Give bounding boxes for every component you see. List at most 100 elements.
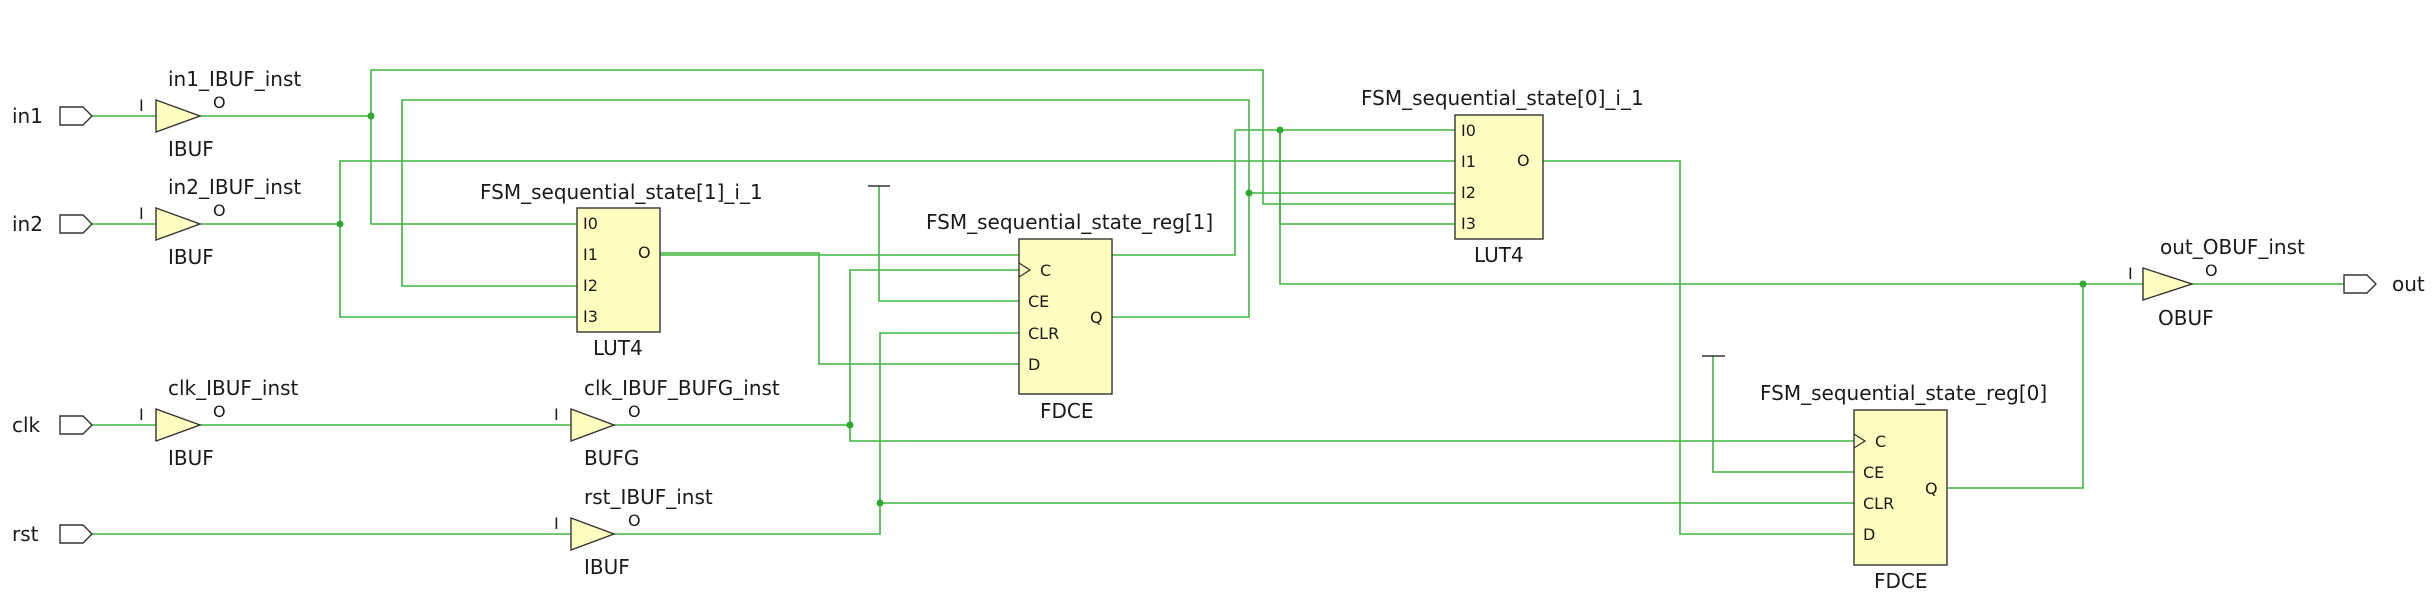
junction-state1 (1245, 189, 1253, 197)
cell-lut-state0-pin-o: O (1517, 151, 1530, 170)
port-in1-symbol (59, 106, 93, 126)
buffer-clk-bufg-pin-out: O (628, 402, 641, 421)
buffer-out-obuf-type: OBUF (2158, 306, 2214, 330)
cell-lut-state0[interactable]: FSM_sequential_state[0]_i_1 I0 I1 I2 I3 … (1361, 86, 1644, 267)
port-out-label: out (2392, 272, 2425, 296)
junctions (336, 112, 2087, 507)
cell-reg-state1-pin-ce: CE (1028, 292, 1049, 311)
net-clk-to-reg0 (849, 425, 1854, 442)
buffer-out-obuf-pin-out: O (2205, 261, 2218, 280)
junction-out (2079, 280, 2087, 288)
buffer-rst-ibuf-pin-out: O (628, 511, 641, 530)
buffer-out-obuf-instance: out_OBUF_inst (2160, 235, 2305, 259)
port-clk-symbol (59, 415, 93, 435)
net-in1-ibuf-to-lut1-i0 (370, 116, 577, 225)
buffer-clk-ibuf-instance: clk_IBUF_inst (168, 376, 299, 400)
cell-lut-state0-pin-i2: I2 (1461, 183, 1476, 202)
cell-reg-state0[interactable]: FSM_sequential_state_reg[0] C CE CLR D Q… (1760, 381, 2047, 593)
net-ce-reg0 (1712, 356, 1854, 473)
net-lut1-o (660, 252, 1019, 365)
port-rst[interactable]: rst (12, 522, 93, 546)
buffer-clk-ibuf-pin-out: O (213, 402, 226, 421)
port-in2[interactable]: in2 (12, 212, 93, 236)
net-state0-bus (1279, 129, 2083, 285)
net-clk-to-reg1 (849, 269, 1019, 425)
cell-reg-state1-pin-q: Q (1090, 308, 1103, 327)
buffer-in1-ibuf-pin-in: I (139, 96, 144, 115)
net-in2-ibuf-to-lut1-i3 (339, 224, 577, 318)
cell-lut-state1-pin-o: O (638, 243, 651, 262)
buffer-in1-ibuf-pin-out: O (213, 93, 226, 112)
junction-in1 (367, 112, 375, 120)
buffer-clk-bufg-pin-in: I (554, 405, 559, 424)
cell-reg-state1-body[interactable] (1018, 238, 1113, 395)
buffer-out-obuf-triangle[interactable] (2142, 267, 2195, 301)
buffer-in1-ibuf-triangle[interactable] (155, 99, 203, 133)
buffer-rst-ibuf-triangle[interactable] (570, 516, 617, 552)
cell-reg-state0-pin-c: C (1875, 432, 1886, 451)
cell-lut-state1-pin-i2: I2 (583, 276, 598, 295)
net-lut0-o (1543, 160, 1854, 535)
cell-lut-state0-body[interactable] (1454, 114, 1544, 240)
cell-lut-state1-pin-i0: I0 (583, 214, 598, 233)
cell-reg-state1[interactable]: FSM_sequential_state_reg[1] C CE CLR D Q… (926, 210, 1213, 423)
cell-reg-state1-pin-c: C (1040, 261, 1051, 280)
buffer-in1-ibuf-instance: in1_IBUF_inst (168, 67, 301, 91)
buffer-in2-ibuf[interactable]: in2_IBUF_inst I O IBUF (139, 175, 301, 269)
cell-lut-state0-pin-i1: I1 (1461, 152, 1476, 171)
cell-reg-state0-instance: FSM_sequential_state_reg[0] (1760, 381, 2047, 405)
buffer-in1-ibuf-type: IBUF (168, 137, 214, 161)
port-clk[interactable]: clk (12, 413, 93, 437)
buffer-in2-ibuf-pin-in: I (139, 204, 144, 223)
buffer-clk-bufg-triangle[interactable] (570, 407, 617, 443)
port-out[interactable]: out (2343, 272, 2425, 296)
cell-lut-state0-type: LUT4 (1474, 243, 1524, 267)
buffer-in2-ibuf-instance: in2_IBUF_inst (168, 175, 301, 199)
cell-reg-state0-pin-q: Q (1925, 479, 1938, 498)
cell-lut-state1-pin-i1: I1 (583, 245, 598, 264)
cell-reg-state0-pin-d: D (1863, 525, 1875, 544)
port-rst-symbol (59, 524, 93, 544)
net-in2-ibuf (200, 160, 1455, 225)
port-in2-symbol (59, 214, 93, 234)
clock-edge-icon (1018, 262, 1032, 278)
buffer-clk-ibuf-triangle[interactable] (155, 408, 203, 442)
net-reg0-q (1947, 284, 2084, 489)
buffer-rst-ibuf-pin-in: I (554, 514, 559, 533)
cell-lut-state1[interactable]: FSM_sequential_state[1]_i_1 I0 I1 I2 I3 … (480, 180, 763, 360)
clock-edge-icon (1853, 433, 1867, 449)
cell-reg-state0-body[interactable] (1853, 409, 1948, 566)
cell-reg-state0-type: FDCE (1874, 569, 1928, 593)
cell-lut-state1-pin-i3: I3 (583, 307, 598, 326)
cell-lut-state1-instance: FSM_sequential_state[1]_i_1 (480, 180, 763, 204)
junction-clk (846, 421, 854, 429)
buffer-rst-ibuf-type: IBUF (584, 555, 630, 579)
port-rst-label: rst (12, 522, 39, 546)
buffer-clk-bufg-type: BUFG (584, 446, 639, 470)
junction-rst (876, 499, 884, 507)
buffer-clk-ibuf[interactable]: clk_IBUF_inst I O IBUF (139, 376, 299, 470)
cell-reg-state0-pin-clr: CLR (1863, 494, 1894, 513)
cell-lut-state1-body[interactable] (576, 207, 661, 333)
buffer-clk-ibuf-type: IBUF (168, 446, 214, 470)
buffer-in2-ibuf-triangle[interactable] (155, 207, 203, 241)
cell-reg-state1-pin-clr: CLR (1028, 324, 1059, 343)
net-state0-to-lut0-i3 (1279, 130, 1455, 225)
net-reg1-q (1112, 193, 1250, 318)
net-rst-ibuf (614, 332, 1019, 535)
buffer-out-obuf[interactable]: out_OBUF_inst I O OBUF (2128, 235, 2305, 330)
cell-lut-state0-instance: FSM_sequential_state[0]_i_1 (1361, 86, 1644, 110)
buffer-clk-bufg[interactable]: clk_IBUF_BUFG_inst I O BUFG (554, 376, 780, 470)
cell-reg-state1-type: FDCE (1040, 399, 1094, 423)
buffer-in2-ibuf-pin-out: O (213, 201, 226, 220)
junction-state0 (1276, 126, 1284, 134)
net-reg1-q-to-lut1-i2 (401, 99, 1250, 287)
buffer-rst-ibuf[interactable]: rst_IBUF_inst I O IBUF (554, 485, 713, 579)
port-in1[interactable]: in1 (12, 104, 93, 128)
buffer-in1-ibuf[interactable]: in1_IBUF_inst I O IBUF (139, 67, 301, 161)
net-ce-reg1 (878, 186, 1019, 302)
buffer-clk-bufg-instance: clk_IBUF_BUFG_inst (584, 376, 780, 400)
cell-reg-state1-instance: FSM_sequential_state_reg[1] (926, 210, 1213, 234)
buffer-rst-ibuf-instance: rst_IBUF_inst (584, 485, 713, 509)
